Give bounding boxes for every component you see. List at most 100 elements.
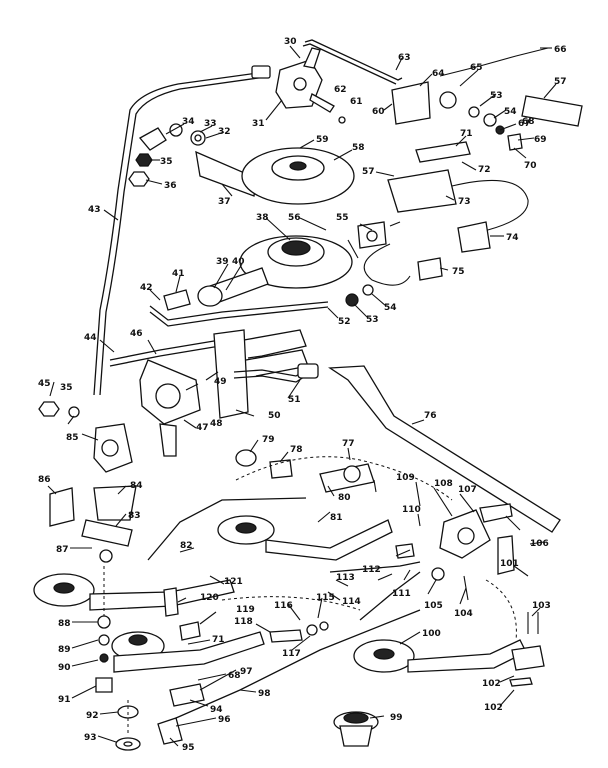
callout-57: 57	[362, 167, 375, 177]
leader-lines	[47, 45, 557, 747]
callout-108: 108	[434, 479, 453, 489]
callout-116: 116	[274, 601, 293, 611]
callout-67: 67	[518, 119, 531, 129]
callout-43: 43	[88, 205, 101, 215]
callout-102b: 102	[484, 703, 503, 713]
callout-41: 41	[172, 269, 185, 279]
callout-114: 114	[342, 597, 361, 607]
callout-71b: 71	[212, 635, 225, 645]
callout-97: 97	[240, 667, 253, 677]
callout-54b: 54	[504, 107, 517, 117]
callout-86: 86	[38, 475, 51, 485]
callout-47: 47	[196, 423, 209, 433]
callout-102: 102	[482, 679, 501, 689]
callout-68b: 68	[228, 671, 241, 681]
callout-35: 35	[160, 157, 173, 167]
callout-109: 109	[396, 473, 415, 483]
callout-119: 119	[236, 605, 255, 615]
callout-103: 103	[532, 601, 551, 611]
callout-58: 58	[352, 143, 365, 153]
callout-88: 88	[58, 619, 71, 629]
callout-71: 71	[460, 129, 473, 139]
callout-90: 90	[58, 663, 71, 673]
callout-98: 98	[258, 689, 271, 699]
callout-54: 54	[384, 303, 397, 313]
callout-75: 75	[452, 267, 465, 277]
callout-numbers: 30 31 32 33 34 35 36 37 38 39 40 41 42 4…	[38, 37, 567, 753]
callout-69: 69	[534, 135, 547, 145]
callout-60: 60	[372, 107, 385, 117]
callout-95: 95	[182, 743, 195, 753]
callout-49: 49	[214, 377, 227, 387]
callout-84: 84	[130, 481, 143, 491]
callout-91: 91	[58, 695, 71, 705]
callout-92: 92	[86, 711, 99, 721]
callout-94: 94	[210, 705, 223, 715]
callout-100: 100	[422, 629, 441, 639]
callout-64: 64	[432, 69, 445, 79]
callout-37: 37	[218, 197, 231, 207]
callout-59: 59	[316, 135, 329, 145]
callout-106: 106	[530, 539, 549, 549]
callout-53: 53	[366, 315, 379, 325]
callout-111: 111	[392, 589, 411, 599]
callout-101: 101	[500, 559, 519, 569]
callout-104: 104	[454, 609, 473, 619]
callout-66: 66	[554, 45, 567, 55]
callout-118: 118	[234, 617, 253, 627]
callout-74: 74	[506, 233, 519, 243]
callout-79: 79	[262, 435, 275, 445]
callout-80: 80	[338, 493, 351, 503]
callout-83: 83	[128, 511, 141, 521]
callout-55: 55	[336, 213, 349, 223]
callout-52: 52	[338, 317, 351, 327]
callout-107: 107	[458, 485, 477, 495]
callout-40: 40	[232, 257, 245, 267]
callout-57b: 57	[554, 77, 567, 87]
callout-46: 46	[130, 329, 143, 339]
callout-68: 68	[522, 117, 535, 127]
callout-38: 38	[256, 213, 269, 223]
callout-110: 110	[402, 505, 421, 515]
callout-42: 42	[140, 283, 153, 293]
callout-62: 62	[334, 85, 347, 95]
callout-50: 50	[268, 411, 281, 421]
callout-77: 77	[342, 439, 355, 449]
callout-89: 89	[58, 645, 71, 655]
callout-115: 115	[316, 593, 335, 603]
callout-99: 99	[390, 713, 403, 723]
callout-53b: 53	[490, 91, 503, 101]
callout-87: 87	[56, 545, 69, 555]
callout-81: 81	[330, 513, 343, 523]
callout-121: 121	[224, 577, 243, 587]
callout-36: 36	[164, 181, 177, 191]
callout-65: 65	[470, 63, 483, 73]
callout-85: 85	[66, 433, 79, 443]
callout-96: 96	[218, 715, 231, 725]
callout-51: 51	[288, 395, 301, 405]
callout-56: 56	[288, 213, 301, 223]
callout-70: 70	[524, 161, 537, 171]
callout-32: 32	[218, 127, 231, 137]
callout-45: 45	[38, 379, 51, 389]
callout-76: 76	[424, 411, 437, 421]
callout-44: 44	[84, 333, 97, 343]
callout-61: 61	[350, 97, 363, 107]
callout-72: 72	[478, 165, 491, 175]
callout-120: 120	[200, 593, 219, 603]
callout-63: 63	[398, 53, 411, 63]
callout-113: 113	[336, 573, 355, 583]
callout-39: 39	[216, 257, 229, 267]
callout-82: 82	[180, 541, 193, 551]
part-drawings	[33, 39, 583, 751]
callout-112: 112	[362, 565, 381, 575]
callout-34: 34	[182, 117, 195, 127]
callout-93: 93	[84, 733, 97, 743]
callout-73: 73	[458, 197, 471, 207]
callout-33: 33	[204, 119, 217, 129]
callout-78: 78	[290, 445, 303, 455]
callout-31: 31	[252, 119, 265, 129]
callout-35b: 35	[60, 383, 73, 393]
callout-117: 117	[282, 649, 301, 659]
